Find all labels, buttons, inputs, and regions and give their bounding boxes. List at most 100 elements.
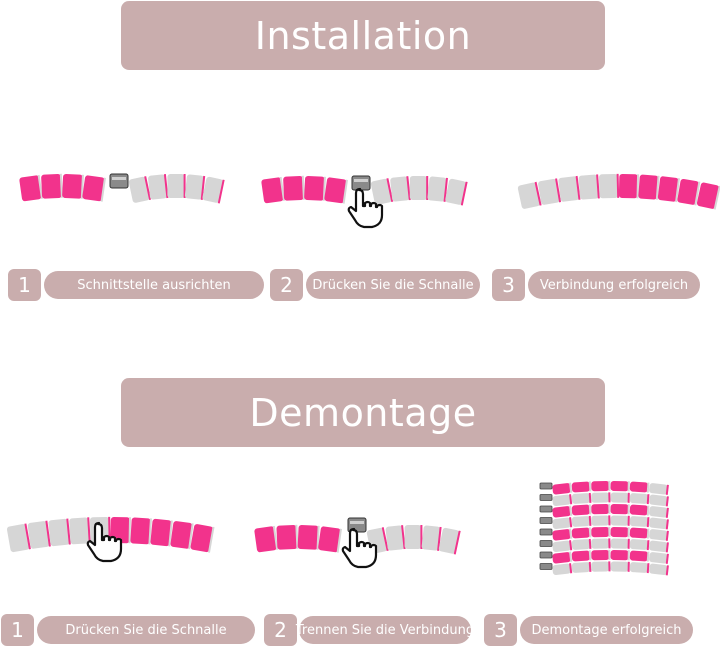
stack-hoop-5-segment — [629, 539, 649, 550]
installation-step-3-number: 3 — [492, 269, 525, 301]
stack-hoop-5-segment — [571, 539, 591, 550]
installation-step-2-number: 2 — [270, 269, 303, 301]
install-2-hand-icon — [347, 187, 384, 229]
stack-hoop-3-segment — [552, 517, 571, 529]
demontage-step-1-number: 1 — [1, 614, 34, 646]
demont-2-left-segment — [318, 526, 341, 553]
install-1-right-segment — [128, 176, 150, 203]
install-2-left-segment — [324, 177, 347, 204]
demontage-step-2-label: Trennen Sie die Verbindung — [296, 616, 474, 644]
stack-hoop-5-stripe — [646, 540, 650, 551]
install-1-right-stripe — [163, 174, 169, 199]
install-3-hoop-stripe — [555, 178, 562, 203]
install-3-hoop-stripe — [596, 174, 600, 199]
installation-banner: Installation — [121, 1, 605, 70]
install-1-right-stripe — [217, 179, 225, 204]
demont-2-right-segment — [438, 527, 460, 554]
stack-hoop-6-stripe — [665, 553, 669, 564]
demont-2-left-stripe — [316, 525, 320, 550]
stack-hoop-7-stripe — [588, 561, 592, 572]
stack-hoop-7-stripe — [646, 563, 650, 574]
stack-hoop-3-stripe — [665, 519, 669, 530]
installation-step-3-label: Verbindung erfolgreich — [528, 271, 700, 299]
stack-hoop-3-segment — [610, 515, 629, 526]
stack-hoop-3-segment — [629, 516, 649, 527]
stack-hoop-7-segment — [629, 562, 649, 573]
demont-1-hoop-stripe — [87, 517, 91, 544]
stack-hoop-0-segment — [552, 483, 571, 495]
demont-2-left-stripe — [295, 524, 299, 549]
stack-hoop-5-segment — [552, 540, 571, 552]
stack-hoop-3-stripe — [569, 517, 573, 528]
install-3-hoop-segment — [558, 176, 580, 202]
stack-connector — [539, 494, 553, 501]
stack-hoop-1-stripe — [646, 494, 650, 505]
install-2-right-segment — [427, 176, 447, 202]
demont-2-right-segment — [385, 525, 405, 551]
demont-1-hoop-segment — [190, 524, 214, 553]
stack-hoop-2-segment — [649, 506, 668, 518]
stack-hoop-3-stripe — [608, 515, 611, 526]
installation-step-1-label: Schnittstelle ausrichten — [44, 271, 264, 299]
stack-hoop-7-segment — [571, 562, 591, 573]
stack-hoop-7-segment — [591, 561, 610, 572]
stack-hoop-2-stripe — [608, 503, 611, 514]
install-2-connector — [351, 175, 371, 191]
install-3-hoop-segment — [638, 174, 659, 200]
stack-hoop-6-segment — [629, 550, 649, 562]
demont-1-hoop-stripe — [168, 520, 173, 547]
stack-hoop-5-segment — [610, 538, 629, 549]
stack-hoop-2-segment — [610, 503, 629, 515]
stack-hoop-1-segment — [571, 493, 591, 504]
install-1-right-stripe — [200, 175, 206, 200]
demont-2-left-stripe — [336, 528, 342, 553]
install-2-left-segment — [283, 175, 304, 201]
stack-hoop-2-stripe — [627, 504, 630, 515]
install-3-hoop-stripe — [534, 181, 542, 206]
demont-1-hoop-stripe — [148, 518, 152, 545]
install-2-left-segment — [304, 175, 325, 201]
stack-hoop-0-stripe — [608, 480, 611, 491]
install-1-left-stripe — [100, 177, 106, 202]
demont-1-hoop-stripe — [128, 517, 132, 544]
demont-1-hoop-segment — [170, 521, 193, 549]
demontage-title: Demontage — [249, 390, 477, 435]
stack-hoop-3-segment — [591, 515, 610, 526]
stack-hoop-3-segment — [571, 516, 591, 527]
install-3-hoop-segment — [696, 182, 720, 209]
stack-hoop-3-segment — [649, 517, 668, 529]
stack-hoop-7-segment — [552, 563, 571, 575]
demont-2-right-stripe — [420, 525, 423, 549]
stack-hoop-0-stripe — [569, 482, 573, 493]
stack-hoop-5-stripe — [588, 538, 592, 549]
stack-hoop-0-segment — [629, 481, 649, 493]
stack-hoop-7-segment — [610, 561, 629, 572]
stack-hoop-6-segment — [610, 549, 629, 561]
install-2-right-segment — [445, 178, 467, 205]
demont-2-left-segment — [276, 524, 298, 550]
install-2-right-segment — [409, 176, 428, 200]
stack-hoop-7-stripe — [627, 561, 630, 572]
install-1-right-stripe — [183, 174, 186, 198]
stack-hoop-5-segment — [591, 538, 610, 549]
stack-hoop-2-segment — [552, 506, 571, 518]
stack-hoop-0-segment — [610, 480, 629, 492]
install-2-right-stripe — [460, 181, 468, 206]
stack-hoop-7-segment — [649, 563, 668, 575]
stack-hoop-6-stripe — [608, 549, 611, 560]
install-1-right-segment — [184, 174, 204, 200]
install-2-connector-shine — [354, 179, 368, 182]
stack-hoop-2-stripe — [665, 507, 669, 518]
stack-hoop-2-stripe — [646, 505, 650, 516]
stack-hoop-1-stripe — [665, 496, 669, 507]
install-2-left-stripe — [322, 176, 326, 201]
stack-hoop-5-segment — [649, 540, 668, 552]
stack-hoop-5-stripe — [665, 542, 669, 553]
install-2-right-segment — [370, 178, 392, 205]
demont-2-right-segment — [421, 525, 441, 551]
stack-hoop-0-segment — [571, 481, 591, 493]
stack-hoop-1-stripe — [569, 494, 573, 505]
install-3-hoop-stripe — [675, 178, 680, 203]
install-2-left-stripe — [301, 175, 305, 200]
